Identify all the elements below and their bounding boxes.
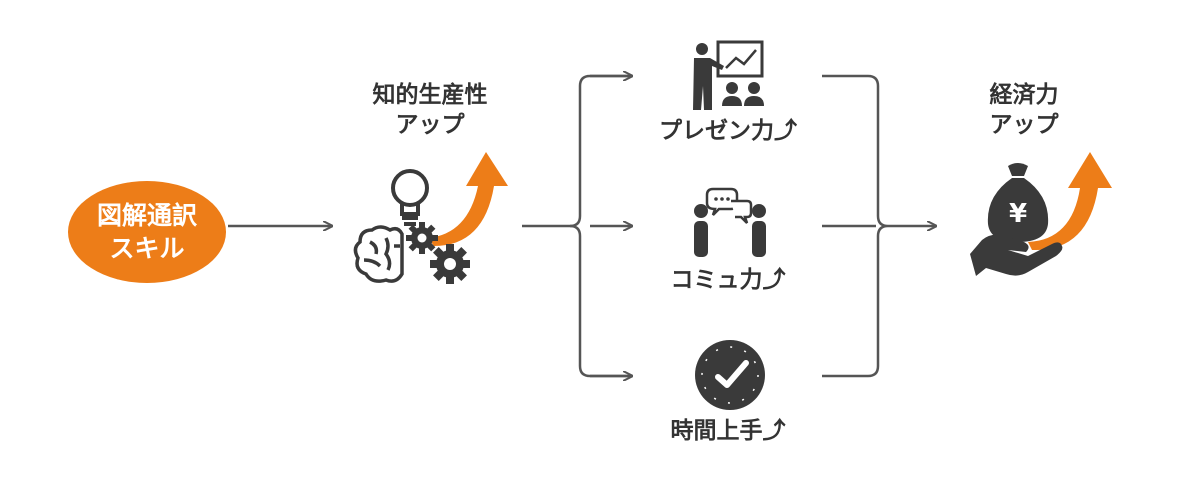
growth-arrow-icon <box>428 152 508 246</box>
source-skill-oval: 図解通訳 スキル <box>68 181 226 283</box>
branch-label-communication: コミュ力⤴ <box>670 267 786 293</box>
hand <box>970 234 1063 276</box>
brain-gears-lightbulb-icon <box>353 152 508 284</box>
left-bracket <box>569 74 630 378</box>
presentation-icon <box>693 40 764 110</box>
money-bag <box>987 178 1049 242</box>
clock-icon <box>695 340 765 410</box>
money-bag-hand-icon: ¥ <box>970 152 1112 276</box>
result-line1: 経済力 <box>989 82 1059 108</box>
middle-line2: アップ <box>395 112 465 138</box>
communication-icon <box>694 187 766 257</box>
middle-line1: 知的生産性 <box>372 82 488 108</box>
middle-label: 知的生産性 アップ <box>354 80 506 140</box>
result-line2: アップ <box>989 112 1059 138</box>
branch-label-presentation: プレゼン力⤴ <box>659 118 797 144</box>
source-line2: スキル <box>109 234 185 263</box>
source-line1: 図解通訳 <box>96 201 197 230</box>
growth-arrow-icon-2 <box>1028 152 1112 251</box>
branch-label-time: 時間上手⤴ <box>670 418 786 444</box>
yen-symbol: ¥ <box>1009 199 1027 229</box>
result-label: 経済力 アップ <box>968 80 1080 140</box>
